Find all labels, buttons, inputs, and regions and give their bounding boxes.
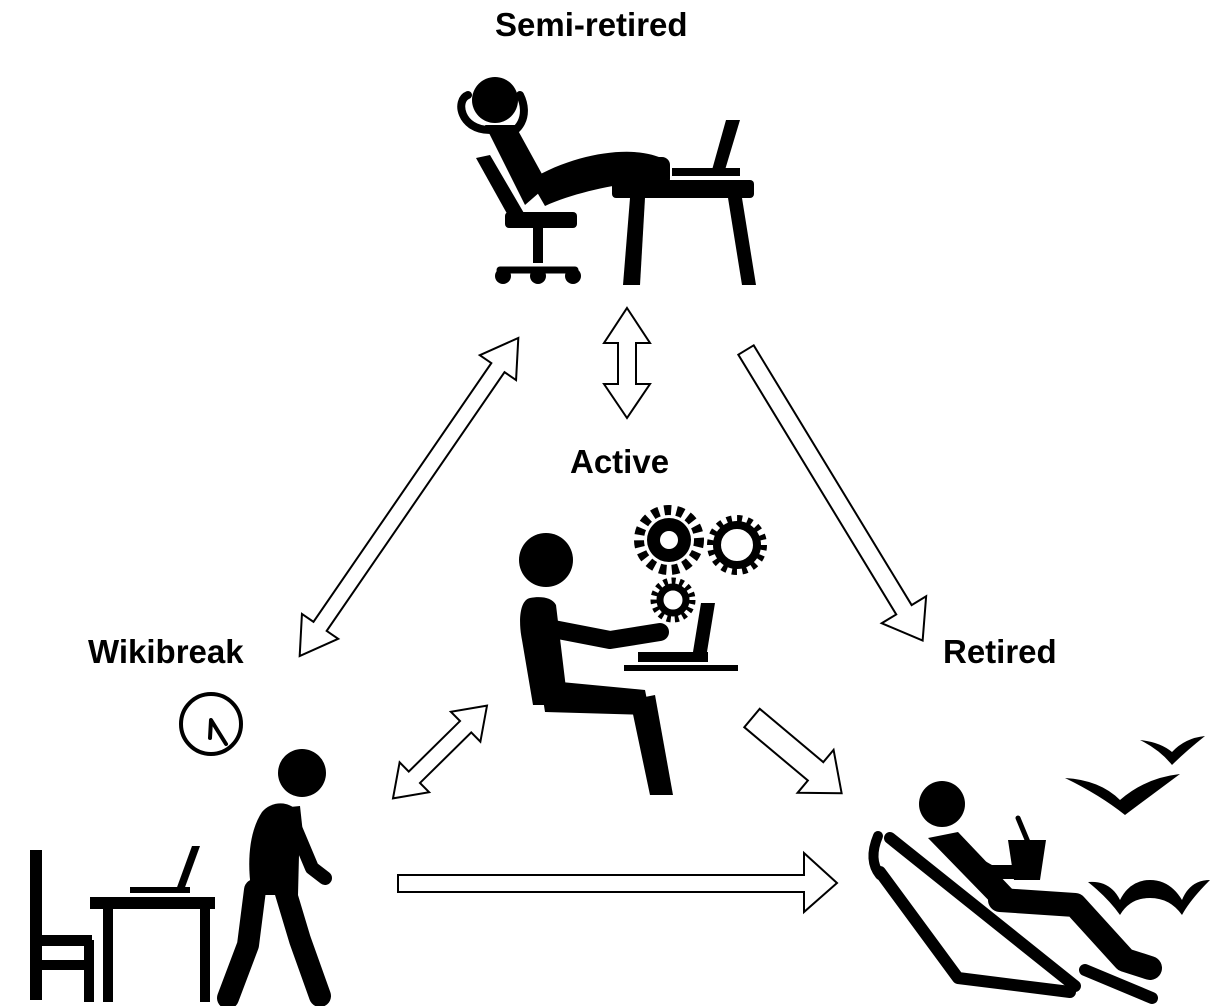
arrow-semiretired-active [602,306,652,420]
gear-icon [707,515,767,575]
active-label: Active [570,443,670,480]
arrow-active-retired [742,707,843,795]
arrow-semiretired-retired [736,343,928,642]
person-walking-away-from-desk-with-clock-icon [30,692,332,1006]
clock-icon [179,692,243,756]
waves-icon [1088,880,1210,915]
arrow-semiretired-wikibreak [298,336,520,658]
wikibreak-label: Wikibreak [88,633,244,670]
bird-icon [1140,736,1205,765]
person-working-at-laptop-with-gears-icon [519,505,767,795]
retired-label: Retired [943,633,1057,670]
gear-icon [650,577,696,623]
person-relaxing-on-beach-chair-icon [868,736,1210,1004]
transition-arrows [298,306,928,915]
person-reclining-at-laptop-icon [457,77,756,285]
bird-icon [1065,774,1180,815]
arrow-active-wikibreak [391,704,489,800]
arrow-wikibreak-retired [397,850,839,915]
semi-retired-label: Semi-retired [495,6,688,43]
gear-icon [634,505,704,575]
